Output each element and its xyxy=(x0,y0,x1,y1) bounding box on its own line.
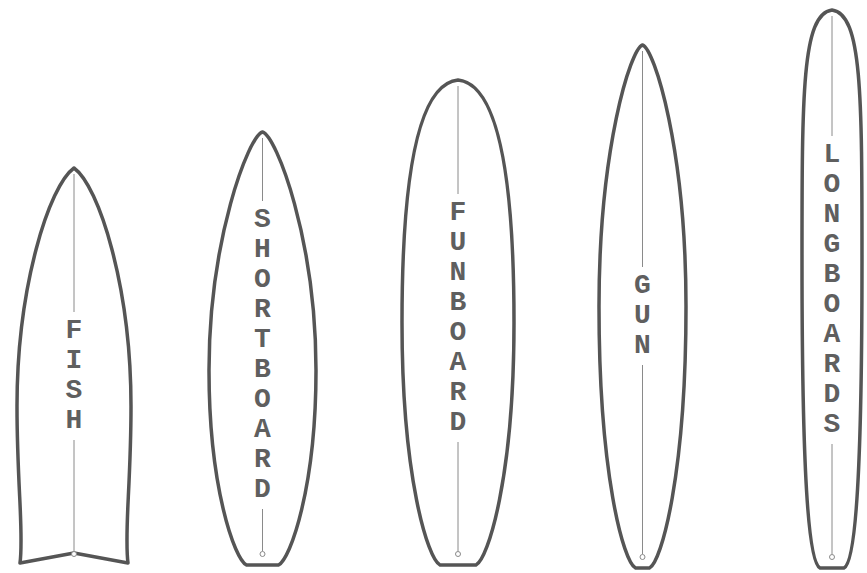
label-holder: FISH xyxy=(61,312,87,440)
surfboard: SHORTBOARD xyxy=(207,132,318,565)
label-holder: LONGBOARDS xyxy=(819,136,845,444)
label-holder: SHORTBOARD xyxy=(249,201,275,509)
board-label: FUNBOARD xyxy=(445,194,471,442)
board-label: LONGBOARDS xyxy=(819,136,845,444)
board-label: SHORTBOARD xyxy=(249,201,275,509)
surfboard: LONGBOARDS xyxy=(800,10,864,568)
board-label: GUN xyxy=(629,267,655,365)
surfboard: FISH xyxy=(15,168,133,565)
surfboard: GUN xyxy=(597,45,688,568)
board-label: FISH xyxy=(61,312,87,440)
label-holder: FUNBOARD xyxy=(445,194,471,442)
label-holder: GUN xyxy=(629,267,655,365)
surfboard: FUNBOARD xyxy=(400,80,516,565)
